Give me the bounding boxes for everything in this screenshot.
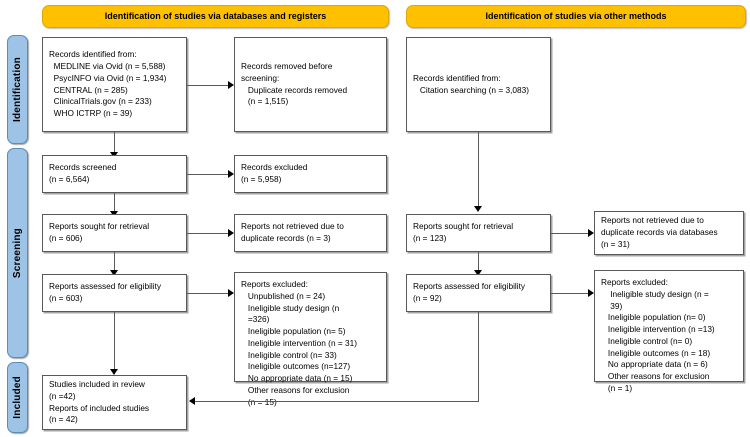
box-reports-excluded-databases-text: Reports excluded: Unpublished (n = 24) I… — [241, 279, 358, 407]
connector-screened-to-excluded — [187, 174, 228, 175]
arrow-head-sought-to-not-retrieved-other — [588, 229, 594, 237]
box-reports-assessed-other-text: Reports assessed for eligibility (n = 92… — [413, 281, 526, 303]
box-records-removed-before-screening: Records removed before screening: Duplic… — [234, 37, 387, 132]
column-header-databases-registers: Identification of studies via databases … — [42, 5, 389, 28]
connector-screened-to-sought — [114, 193, 115, 215]
stage-bar-screening: Screening — [7, 148, 28, 358]
arrow-head-sought-other-to-assessed-other — [474, 270, 482, 276]
box-reports-not-retrieved-other-text: Reports not retrieved due to duplicate r… — [601, 215, 718, 249]
box-records-identified-databases: Records identified from: MEDLINE via Ovi… — [42, 37, 187, 132]
box-reports-sought-databases: Reports sought for retrieval (n = 606) — [42, 214, 187, 252]
connector-sought-db-to-assessed-db — [114, 252, 115, 274]
box-reports-not-retrieved-databases-text: Reports not retrieved due to duplicate r… — [241, 221, 344, 243]
box-studies-included-text: Studies included in review (n =42) Repor… — [49, 378, 150, 425]
box-records-screened-text: Records screened (n = 6,564) — [49, 162, 117, 184]
box-records-identified-other-methods-text: Records identified from: Citation search… — [413, 72, 529, 95]
column-header-other-methods: Identification of studies via other meth… — [406, 5, 746, 28]
arrow-head-identified-to-removed — [228, 81, 234, 89]
column-header-other-methods-label: Identification of studies via other meth… — [485, 10, 667, 21]
box-reports-sought-other: Reports sought for retrieval (n = 123) — [406, 214, 551, 252]
arrow-head-assessed-db-to-included — [110, 369, 118, 375]
stage-bar-included: Included — [7, 362, 28, 433]
box-reports-excluded-other: Reports excluded: Ineligible study desig… — [594, 270, 744, 393]
box-studies-included: Studies included in review (n =42) Repor… — [42, 375, 187, 430]
stage-label-included: Included — [12, 376, 23, 419]
box-records-identified-databases-text: Records identified from: MEDLINE via Ovi… — [49, 49, 167, 119]
connector-assessed-to-excluded-db — [187, 293, 228, 294]
stage-label-screening: Screening — [12, 227, 23, 279]
box-reports-not-retrieved-other: Reports not retrieved due to duplicate r… — [594, 211, 744, 255]
box-reports-sought-other-text: Reports sought for retrieval (n = 123) — [413, 221, 514, 243]
box-reports-excluded-databases: Reports excluded: Unpublished (n = 24) I… — [234, 272, 387, 407]
box-records-identified-other-methods: Records identified from: Citation search… — [406, 37, 551, 132]
connector-other-identified-to-sought — [478, 132, 479, 210]
column-header-databases-registers-label: Identification of studies via databases … — [104, 10, 327, 21]
box-reports-sought-databases-text: Reports sought for retrieval (n = 606) — [49, 221, 150, 243]
connector-identified-to-screened — [114, 132, 115, 155]
box-reports-excluded-other-text: Reports excluded: Ineligible study desig… — [601, 277, 715, 394]
box-reports-assessed-databases: Reports assessed for eligibility (n = 60… — [42, 274, 187, 312]
box-reports-not-retrieved-databases: Reports not retrieved due to duplicate r… — [234, 214, 387, 252]
stage-bar-identification: Identification — [7, 35, 28, 144]
connector-assessed-other-to-included-vertical — [478, 312, 479, 401]
connector-identified-to-removed — [187, 85, 228, 86]
arrow-head-assessed-to-excluded-other — [588, 289, 594, 297]
arrow-head-screened-to-excluded — [228, 170, 234, 178]
connector-assessed-other-to-included-horizontal — [195, 401, 479, 402]
connector-sought-to-not-retrieved-other — [551, 233, 588, 234]
box-reports-assessed-databases-text: Reports assessed for eligibility (n = 60… — [49, 281, 162, 303]
connector-assessed-to-excluded-other — [551, 293, 588, 294]
connector-sought-other-to-assessed-other — [478, 252, 479, 274]
box-records-removed-before-screening-text: Records removed before screening: Duplic… — [241, 60, 348, 107]
box-reports-assessed-other: Reports assessed for eligibility (n = 92… — [406, 274, 551, 312]
arrow-head-sought-to-not-retrieved-db — [228, 229, 234, 237]
arrow-head-sought-db-to-assessed-db — [110, 270, 118, 276]
arrow-head-assessed-other-to-included — [189, 397, 195, 405]
arrow-head-other-identified-to-sought — [474, 206, 482, 212]
arrow-head-assessed-to-excluded-db — [228, 289, 234, 297]
connector-assessed-db-to-included — [114, 312, 115, 372]
box-records-excluded-text: Records excluded (n = 5,958) — [241, 162, 308, 184]
connector-sought-to-not-retrieved-db — [187, 233, 228, 234]
box-records-screened: Records screened (n = 6,564) — [42, 155, 187, 193]
box-records-excluded: Records excluded (n = 5,958) — [234, 155, 387, 193]
stage-label-identification: Identification — [12, 56, 23, 123]
